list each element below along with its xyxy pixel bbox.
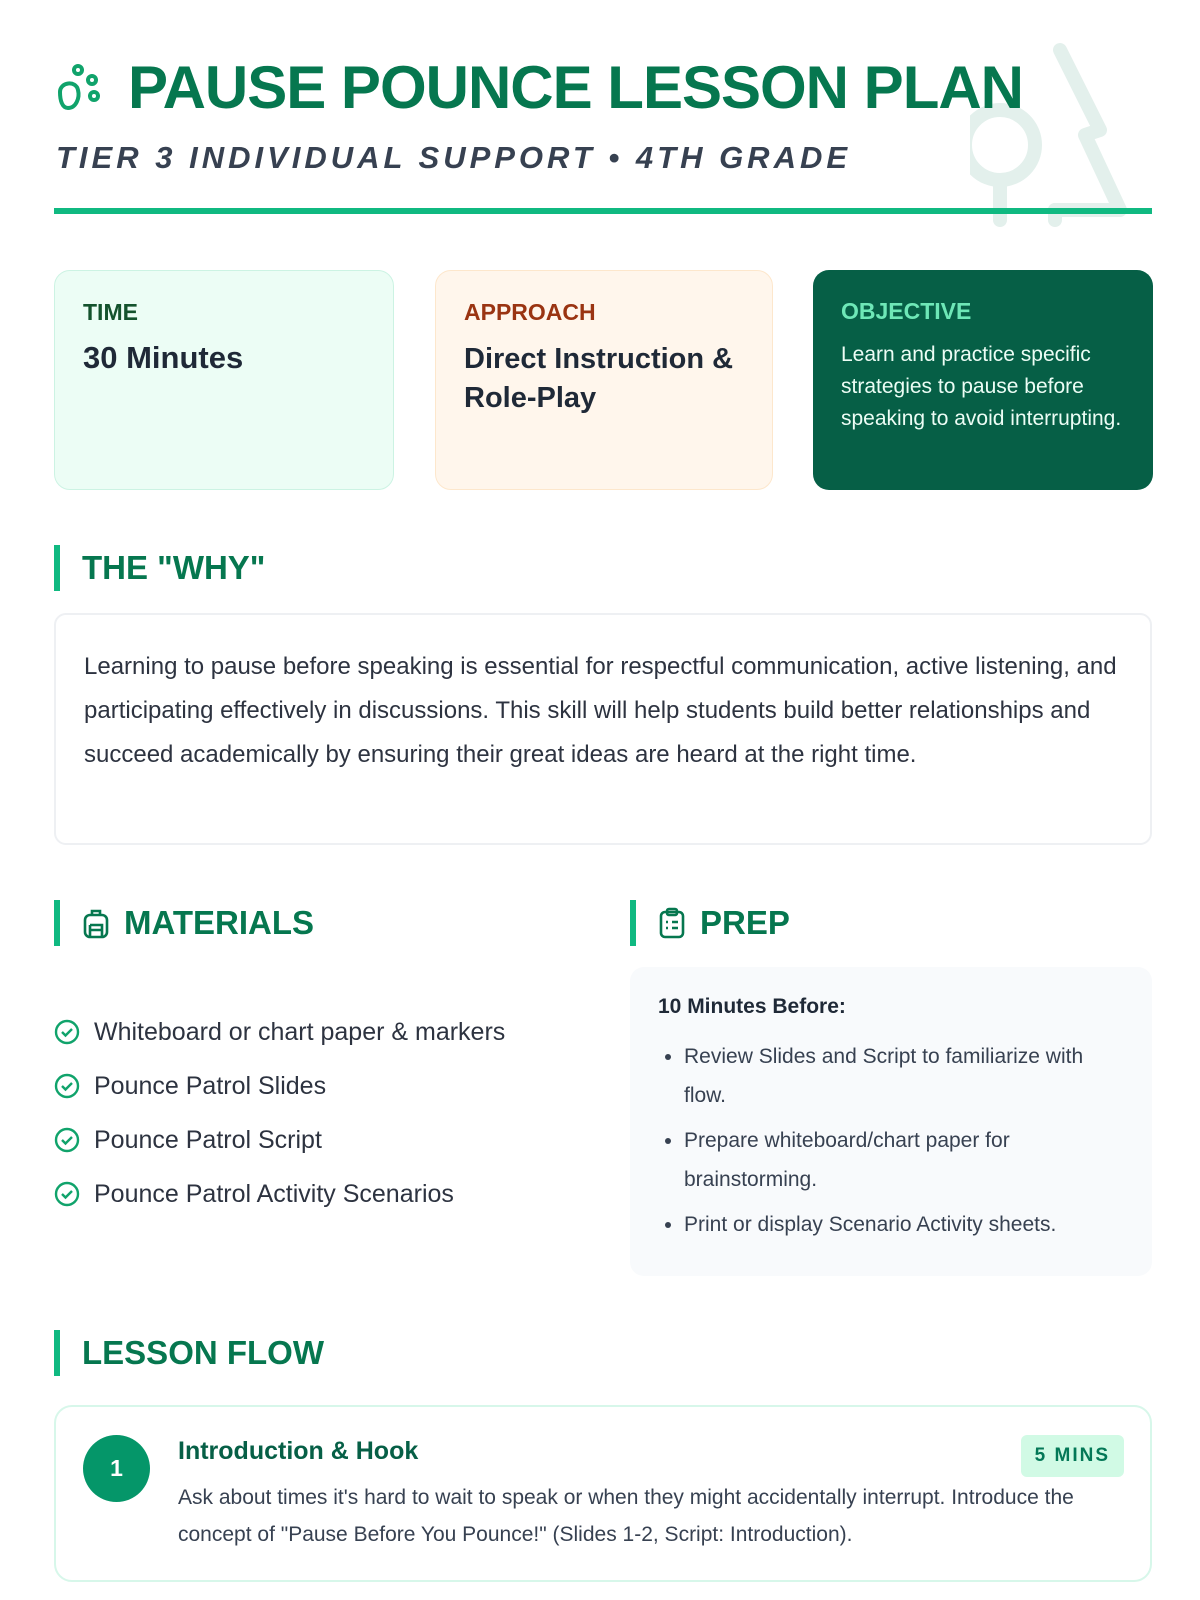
materials-heading: MATERIALS — [54, 900, 314, 946]
check-circle-icon — [54, 1019, 80, 1045]
card-value: 30 Minutes — [83, 340, 244, 375]
heading-text: THE "WHY" — [82, 549, 266, 586]
list-item: Pounce Patrol Activity Scenarios — [54, 1167, 505, 1221]
card-label: APPROACH — [464, 299, 596, 325]
material-text: Pounce Patrol Script — [94, 1125, 322, 1154]
material-text: Pounce Patrol Slides — [94, 1071, 327, 1100]
paw-icon — [57, 64, 100, 111]
step-title: Introduction & Hook — [178, 1437, 419, 1465]
why-box: Learning to pause before speaking is ess… — [54, 613, 1152, 845]
why-heading: THE "WHY" — [54, 545, 265, 591]
list-item: Pounce Patrol Script — [54, 1113, 505, 1167]
check-circle-icon — [54, 1073, 80, 1099]
heading-text: MATERIALS — [124, 904, 315, 941]
check-circle-icon — [54, 1127, 80, 1153]
prep-box: 10 Minutes Before: Review Slides and Scr… — [630, 967, 1152, 1276]
flow-step: 1 Introduction & Hook 5 MINS Ask about t… — [54, 1405, 1152, 1582]
list-item: Pounce Patrol Slides — [54, 1059, 505, 1113]
list-item: Whiteboard or chart paper & markers — [54, 1005, 505, 1059]
objective-card: OBJECTIVE Learn and practice specific str… — [813, 270, 1153, 490]
card-label: OBJECTIVE — [841, 298, 972, 324]
card-value: Learn and practice specific strategies t… — [841, 343, 1122, 430]
divider — [54, 208, 1152, 214]
step-description: Ask about times it's hard to wait to spe… — [178, 1486, 1074, 1546]
list-item: Print or display Scenario Activity sheet… — [684, 1205, 1124, 1244]
step-number: 1 — [83, 1435, 150, 1502]
heading-text: PREP — [700, 904, 790, 941]
prep-heading: PREP — [630, 900, 790, 946]
duration-badge: 5 MINS — [1020, 1435, 1124, 1477]
materials-list: Whiteboard or chart paper & markers Poun… — [54, 1005, 505, 1221]
card-label: TIME — [83, 299, 138, 325]
clipboard-icon — [659, 907, 685, 939]
check-circle-icon — [54, 1181, 80, 1207]
page-title: PAUSE POUNCE LESSON PLAN — [128, 54, 1024, 121]
approach-card: APPROACH Direct Instruction & Role-Play — [435, 270, 773, 490]
card-value: Direct Instruction & Role-Play — [464, 343, 734, 414]
list-item: Prepare whiteboard/chart paper for brain… — [684, 1121, 1124, 1199]
list-item: Review Slides and Script to familiarize … — [684, 1037, 1124, 1115]
prep-title: 10 Minutes Before: — [658, 995, 846, 1018]
backpack-icon — [83, 909, 109, 939]
time-card: TIME 30 Minutes — [54, 270, 394, 490]
heading-text: LESSON FLOW — [82, 1334, 324, 1371]
page-subtitle: TIER 3 INDIVIDUAL SUPPORT • 4TH GRADE — [56, 140, 852, 175]
material-text: Pounce Patrol Activity Scenarios — [94, 1179, 454, 1208]
material-text: Whiteboard or chart paper & markers — [94, 1017, 506, 1046]
lesson-flow-heading: LESSON FLOW — [54, 1330, 324, 1376]
